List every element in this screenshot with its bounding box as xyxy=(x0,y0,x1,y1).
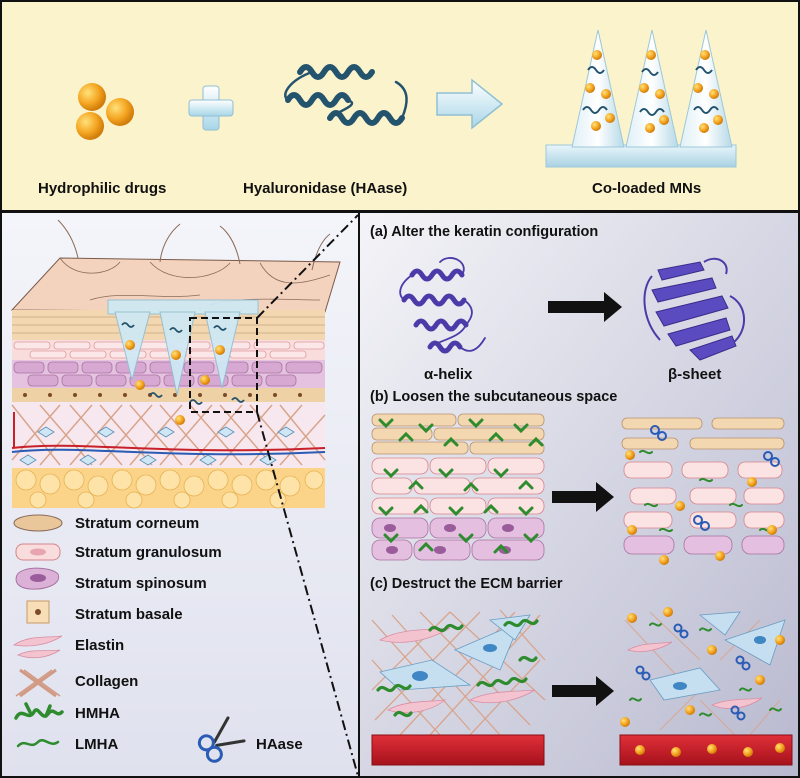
scissors-icon xyxy=(197,716,246,763)
legend-granulosum-label: Stratum granulosum xyxy=(75,544,222,561)
loosen-arrow-icon xyxy=(552,482,614,512)
keratin-arrow-icon xyxy=(548,292,622,322)
collagen-icon xyxy=(15,668,61,698)
enzyme-label: Hyaluronidase (HAase) xyxy=(243,180,408,197)
packed-skin-layers xyxy=(371,413,545,561)
elastin-icon xyxy=(12,635,63,659)
legend-collagen-label: Collagen xyxy=(75,673,139,690)
ecm-arrow-icon xyxy=(552,676,614,706)
skin-cross-section xyxy=(10,219,341,509)
corneum-icon xyxy=(13,514,63,532)
legend-corneum-label: Stratum corneum xyxy=(75,515,200,532)
drug-spheres-icon xyxy=(76,83,134,140)
hyaluronidase-protein-icon xyxy=(284,64,408,126)
legend-elastin-label: Elastin xyxy=(75,637,125,654)
hmha-icon xyxy=(14,702,64,720)
granulosum-icon xyxy=(15,543,61,561)
basale-icon xyxy=(26,600,50,624)
legend-hmha-label: HMHA xyxy=(75,705,120,722)
microneedle-array-icon xyxy=(545,29,737,168)
spinosum-icon xyxy=(15,567,60,590)
ecm-after xyxy=(619,607,793,766)
section-c-title: (c) Destruct the ECM barrier xyxy=(370,576,563,592)
section-b-title: (b) Loosen the subcutaneous space xyxy=(370,389,618,405)
beta-sheet-protein-icon xyxy=(643,257,745,361)
plus-icon xyxy=(188,85,234,131)
legend-lmha-label: LMHA xyxy=(75,736,119,753)
alpha-helix-protein-icon xyxy=(399,257,486,354)
zoom-connector-bottom xyxy=(256,411,359,777)
beta-sheet-label: β-sheet xyxy=(668,366,722,383)
ecm-before xyxy=(371,609,546,766)
product-label: Co-loaded MNs xyxy=(592,180,702,197)
zoom-region xyxy=(189,317,258,413)
zoom-connector-top xyxy=(256,214,359,319)
top-arrow-icon xyxy=(436,78,504,130)
alpha-helix-label: α-helix xyxy=(424,366,473,383)
section-a-title: (a) Alter the keratin configuration xyxy=(370,224,599,240)
legend-spinosum-label: Stratum spinosum xyxy=(75,575,207,592)
loosened-skin-layers xyxy=(621,417,785,565)
lmha-icon xyxy=(16,739,60,748)
drugs-label: Hydrophilic drugs xyxy=(38,180,167,197)
legend-basale-label: Stratum basale xyxy=(75,606,183,623)
legend-haase-label: HAase xyxy=(256,736,303,753)
